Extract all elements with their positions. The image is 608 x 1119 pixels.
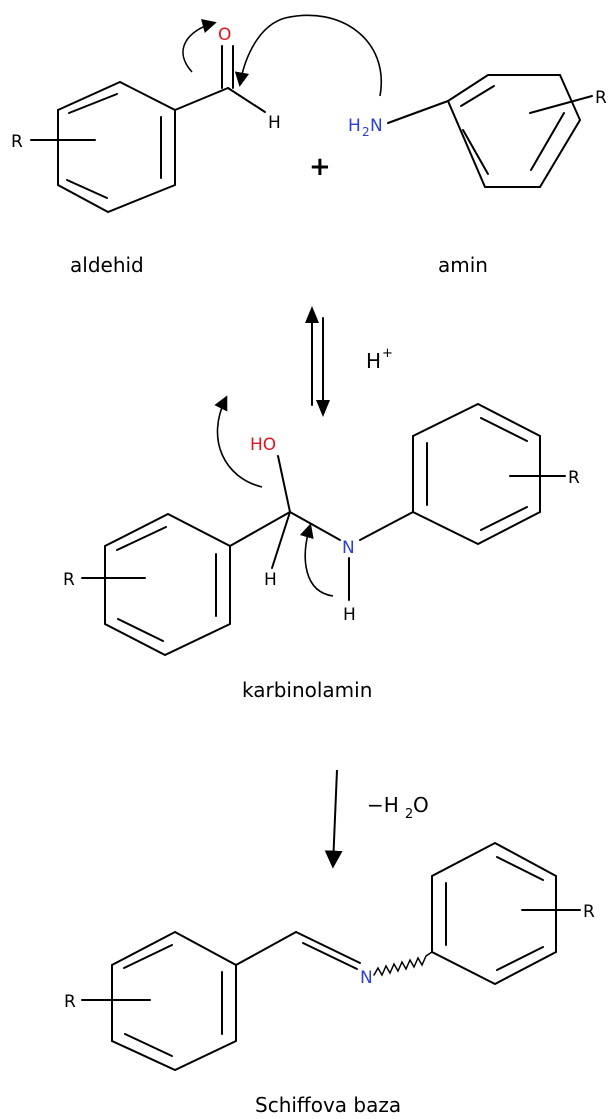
aldehyde-r-label: R: [11, 132, 23, 152]
schiff-ring-inner-bond: [123, 944, 173, 969]
schiff-c-c-bond: [235, 931, 297, 966]
amine-ring-inner-bond: [462, 129, 489, 175]
carbinolamine-n-hydrogen: H: [343, 605, 356, 625]
carbinolamine-c-n-bond: [289, 511, 341, 541]
acid-catalyst-superscript: +: [382, 346, 393, 361]
carbinolamine-c-h-bond: [271, 511, 291, 569]
carbinolamine-right-ring: [412, 402, 541, 546]
amine-n-c-bond: [387, 100, 449, 124]
aldehyde-molecule: R O H: [11, 25, 281, 214]
amine-nitrogen: N: [370, 116, 383, 136]
equilibrium-arrows: [305, 306, 330, 417]
schiff-wavy-bond: [373, 951, 433, 977]
schiff-ring-inner-bond: [496, 946, 544, 971]
schiff-ring-inner-bond: [496, 856, 544, 881]
aldehyde-label: aldehid: [70, 253, 144, 277]
plus-sign: +: [309, 152, 331, 182]
carbinolamine-ring-inner-bond: [116, 526, 167, 551]
carbinolamine-c-c-bond: [229, 511, 291, 547]
schiff-base-label: Schiffova baza: [255, 1093, 401, 1117]
carbinolamine-label: karbinolamin: [242, 678, 372, 702]
aldehyde-electron-arrow: [182, 19, 217, 73]
amine-r-bond: [529, 95, 593, 114]
aldehyde-ring-inner-bond: [68, 93, 118, 114]
amine-benzene-ring: [446, 74, 582, 188]
water-loss-label: −H: [367, 793, 399, 817]
dehydration-arrow: [324, 769, 343, 869]
schiff-ring-inner-bond: [124, 1033, 173, 1057]
aldehyde-hydrogen: H: [268, 113, 281, 133]
amine-ring-inner-bond: [460, 85, 495, 107]
carbinolamine-ring-inner-bond: [117, 618, 164, 642]
amine-h-label: H: [348, 116, 361, 136]
amine-h-subscript: 2: [362, 125, 370, 139]
aldehyde-benzene-ring: [57, 80, 176, 214]
carbinolamine-c-hydrogen: H: [264, 570, 277, 590]
carbinolamine-left-ring: [104, 512, 231, 657]
aldehyde-c-h-bond: [227, 87, 266, 113]
aldehyde-c-c-bond: [174, 87, 229, 111]
aldehyde-oxygen: O: [218, 25, 231, 45]
amine-molecule: R H 2 N: [348, 74, 607, 188]
schiff-cn-double-bond-b: [302, 942, 358, 970]
acid-catalyst-label: H: [366, 349, 381, 373]
schiff-base-molecule: R N R: [64, 841, 595, 1072]
schiff-nitrogen: N: [360, 968, 373, 988]
carbinolamine-c-oh-bond: [277, 455, 291, 513]
carbinolamine-nitrogen: N: [342, 538, 355, 558]
schiff-cn-double-bond-a: [295, 931, 361, 964]
carbinolamine-left-r-label: R: [63, 570, 75, 590]
amine-attack-arrow: [234, 14, 383, 97]
schiff-right-r-label: R: [583, 902, 595, 922]
aldehyde-ring-inner-bond: [66, 179, 108, 199]
schiff-left-ring: [111, 930, 237, 1072]
water-loss-subscript: 2: [405, 807, 413, 822]
carbinolamine-hydroxyl: HO: [250, 435, 276, 455]
schiff-left-r-label: R: [64, 992, 76, 1012]
n-h-electron-arrow: [299, 523, 334, 597]
carbinolamine-molecule: R HO H N H R: [63, 402, 580, 657]
water-loss-oxygen: O: [413, 793, 429, 817]
hydroxyl-leaving-arrow: [214, 395, 263, 488]
carbinolamine-ring-inner-bond: [480, 417, 528, 442]
carbinolamine-ring-inner-bond: [480, 506, 528, 531]
schiff-right-ring: [431, 841, 557, 986]
carbinolamine-n-c-bond: [359, 511, 414, 541]
amine-label: amin: [438, 253, 488, 277]
amine-ring-inner-bond: [530, 112, 565, 171]
carbinolamine-right-r-label: R: [568, 468, 580, 488]
amine-r-label: R: [595, 88, 607, 108]
